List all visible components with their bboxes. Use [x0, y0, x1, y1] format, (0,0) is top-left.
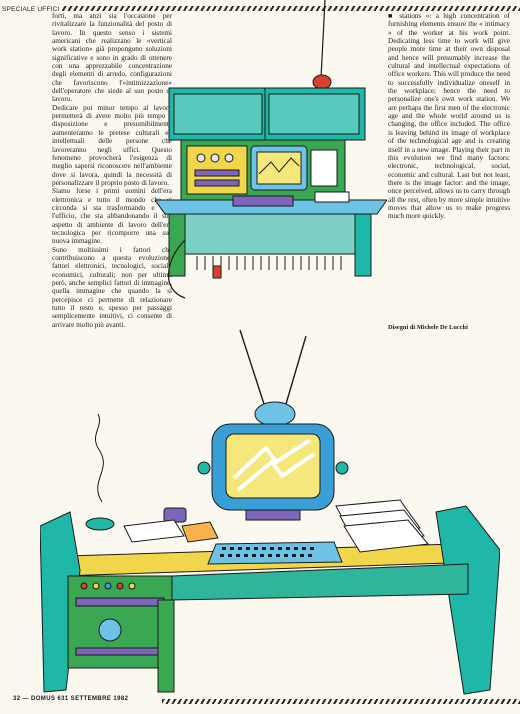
top-hatched-rule: [54, 6, 520, 11]
english-text-column: ■ stations »: a high concentration of fu…: [388, 12, 510, 221]
italian-paragraph-1: forti, ma anzi sia l'occasione per rivit…: [52, 12, 172, 104]
bottom-hatched-rule: [162, 699, 520, 704]
page-footer: 32 — DOMUS 631 SETTEMBRE 1982: [10, 696, 132, 702]
illustration-credit: Disegni di Michele De Lucchi: [388, 324, 468, 331]
italian-paragraph-3: Siamo forse i primi uomini dell'era elet…: [52, 187, 172, 246]
desk-terminal-illustration: [40, 330, 500, 695]
vertical-workstation-illustration: [155, 0, 387, 299]
italian-paragraph-4: Sono moltissimi i fattori che contribuis…: [52, 245, 172, 329]
section-label: SPECIALE UFFICI: [2, 6, 62, 13]
english-paragraph: ■ stations »: a high concentration of fu…: [388, 12, 510, 221]
italian-text-column: forti, ma anzi sia l'occasione per rivit…: [52, 12, 172, 329]
italian-paragraph-2: Dedicare poi minor tempo al lavoro perme…: [52, 103, 172, 187]
